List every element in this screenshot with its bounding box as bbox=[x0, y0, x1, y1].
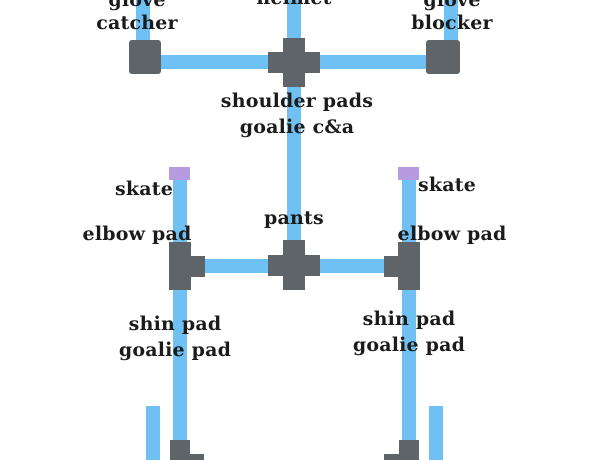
cap-right bbox=[398, 167, 419, 180]
fitting-right-tee-h bbox=[384, 256, 420, 277]
pipe-left-lower bbox=[173, 284, 187, 444]
caps bbox=[169, 167, 419, 180]
fitting-top-left-elbow bbox=[129, 40, 161, 74]
fitting-shoulder-cross-h bbox=[268, 52, 320, 73]
label-elbow-pad-right: elbow pad bbox=[398, 223, 507, 245]
pipe-right-lower bbox=[402, 284, 416, 444]
cap-left bbox=[169, 167, 190, 180]
pipe-bottom-left-loose bbox=[146, 406, 160, 460]
label-shin-pad-left-1: shin pad bbox=[129, 313, 222, 335]
fitting-pants-cross-h bbox=[268, 255, 320, 276]
pipe-spine bbox=[287, 78, 301, 248]
label-shin-pad-left-2: goalie pad bbox=[119, 339, 231, 361]
label-skate-right: skate bbox=[418, 174, 476, 196]
label-shin-pad-right-2: goalie pad bbox=[353, 334, 465, 356]
fitting-bottom-left bbox=[170, 440, 190, 460]
fitting-bottom-left-side bbox=[188, 454, 204, 460]
label-glove-catcher-2: catcher bbox=[96, 12, 178, 34]
fitting-top-right-elbow bbox=[426, 40, 460, 74]
pipe-helmet-vertical bbox=[287, 0, 301, 46]
fitting-left-tee-h bbox=[169, 256, 205, 277]
fitting-bottom-right bbox=[399, 440, 419, 460]
label-shin-pad-right-1: shin pad bbox=[363, 308, 456, 330]
fitting-bottom-right-side bbox=[384, 454, 400, 460]
pipe-left-upper bbox=[173, 178, 187, 246]
pipe-bottom-right-loose bbox=[429, 406, 443, 460]
label-skate-left: skate bbox=[115, 178, 173, 200]
label-elbow-pad-left: elbow pad bbox=[83, 223, 192, 245]
label-pants: pants bbox=[264, 207, 324, 229]
label-shoulder-pads-1: shoulder pads bbox=[221, 90, 373, 112]
label-shoulder-pads-2: goalie c&a bbox=[240, 116, 354, 138]
label-glove-blocker-2: blocker bbox=[411, 12, 493, 34]
labels: helmet glove catcher glove blocker shoul… bbox=[83, 0, 507, 361]
label-glove-blocker-1: glove bbox=[423, 0, 480, 11]
fittings bbox=[129, 38, 460, 460]
label-glove-catcher-1: glove bbox=[108, 0, 165, 11]
label-helmet: helmet bbox=[256, 0, 331, 9]
pipe-right-upper bbox=[402, 178, 416, 246]
